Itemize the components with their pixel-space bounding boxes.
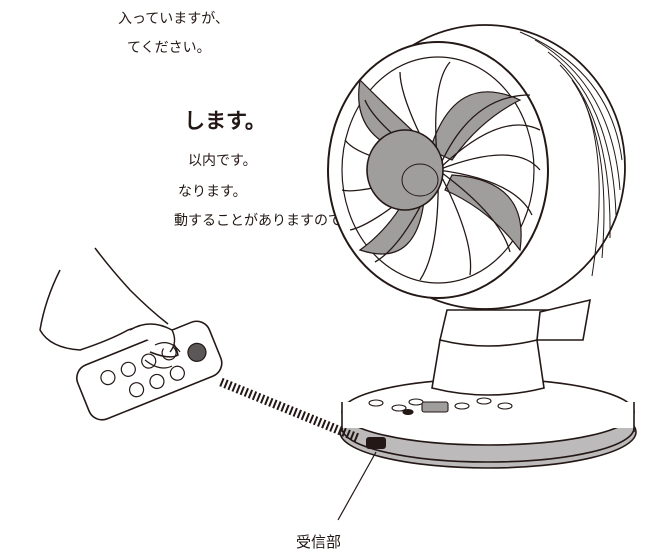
receiver-callout-label: 受信部 (296, 533, 342, 551)
callout-leader-line (337, 451, 377, 521)
instruction-text-caution: 動することがありますので、 (174, 213, 356, 229)
section-heading: します。 (184, 109, 266, 133)
hand-with-remote-illustration (39, 247, 360, 443)
fan-control-panel (368, 397, 513, 416)
instruction-text-range: 以内です。 (188, 153, 257, 169)
fan-hub (366, 129, 444, 211)
remote-control (76, 320, 223, 421)
instruction-text-line2: てください。 (127, 40, 211, 56)
instruction-text-condition: なります。 (178, 184, 247, 200)
ir-receiver (366, 437, 386, 449)
infrared-signal-beam (219, 377, 360, 443)
circulator-fan-illustration (327, 24, 637, 469)
power-button-icon (187, 342, 207, 362)
fan-pedestal (431, 339, 545, 396)
instruction-text-line1: 入っていますが、 (118, 11, 230, 27)
